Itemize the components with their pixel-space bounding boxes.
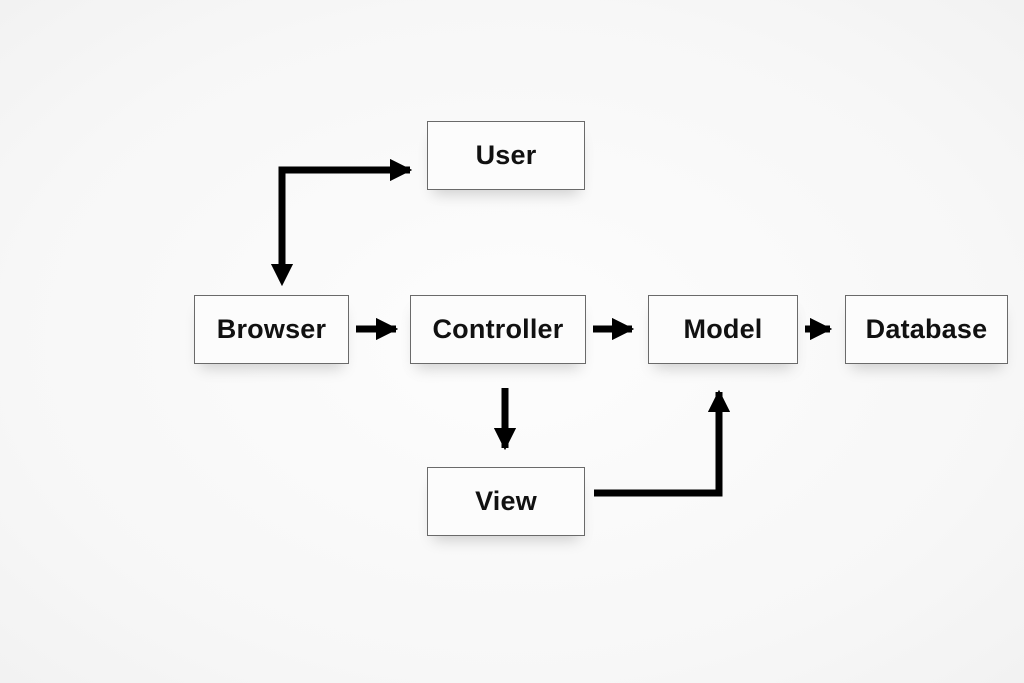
- node-controller: Controller: [410, 295, 586, 364]
- node-model: Model: [648, 295, 798, 364]
- node-model-label: Model: [683, 314, 763, 344]
- node-user-label: User: [475, 140, 537, 170]
- node-database-label: Database: [865, 314, 988, 344]
- arrow-view-model: [594, 389, 731, 497]
- node-controller-label: Controller: [432, 314, 564, 344]
- node-user: User: [427, 121, 585, 190]
- node-view: View: [427, 467, 585, 536]
- node-database: Database: [845, 295, 1008, 364]
- node-browser-label: Browser: [216, 314, 327, 344]
- node-browser: Browser: [194, 295, 349, 364]
- node-view-label: View: [475, 486, 537, 516]
- arrow-browser-user: [270, 158, 413, 287]
